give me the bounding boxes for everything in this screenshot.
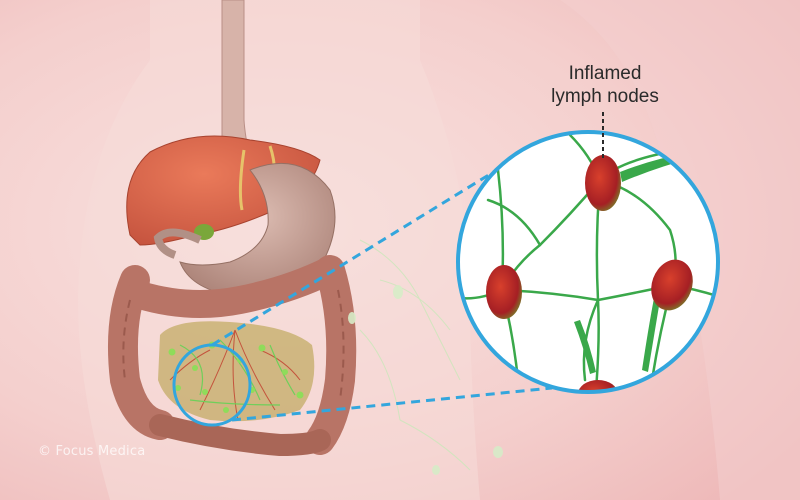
callout-label: Inflamed lymph nodes: [540, 62, 670, 108]
callout-line-1: Inflamed: [568, 63, 642, 84]
right-arm-silhouette: [560, 0, 800, 500]
small-intestine: [158, 321, 315, 422]
background-lymph-nodes: [348, 285, 503, 475]
magnifier-connector-lines: [211, 166, 553, 422]
lymph-node: [486, 265, 522, 319]
watermark: © Focus Medica: [38, 444, 146, 459]
large-intestine: [107, 255, 357, 457]
magnifier-ring: [456, 130, 720, 394]
abdominal-lymph-vessels: [179, 339, 296, 406]
lymph-node: [651, 259, 693, 311]
callout-line-2: lymph nodes: [551, 86, 659, 107]
lymph-node: [578, 380, 618, 392]
lymph-node: [585, 155, 621, 211]
inflamed-lymph-nodes: [486, 155, 693, 392]
mesenteric-vessels: [169, 329, 301, 421]
duodenum: [153, 228, 202, 259]
background-lymphatic-network: [359, 239, 471, 471]
